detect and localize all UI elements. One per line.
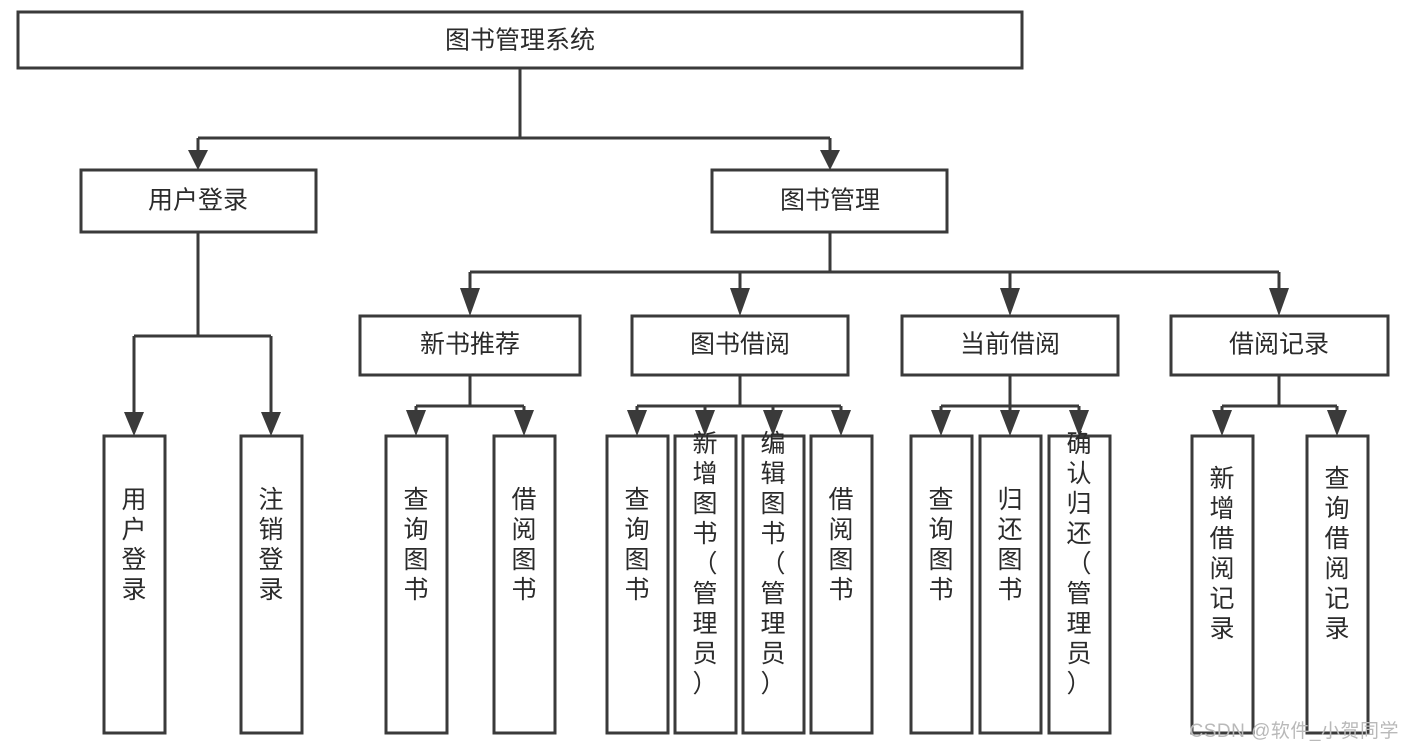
node-book-management-box[interactable] bbox=[710, 168, 949, 234]
leaf-borrow-record-0-box[interactable] bbox=[1190, 434, 1255, 735]
leaf-current-borrow-1-box[interactable] bbox=[978, 434, 1043, 735]
node-root-label: 图书管理系统 bbox=[445, 27, 595, 55]
leaf-user-login-1-box[interactable] bbox=[239, 434, 304, 735]
leaf-new-book-recommend-0-label: 查询图书 bbox=[403, 486, 428, 604]
arrowhead-cb-l2 bbox=[1069, 410, 1089, 436]
leaf-current-borrow-0[interactable]: 查询图书 bbox=[909, 434, 974, 735]
leaf-book-borrow-3-box[interactable] bbox=[809, 434, 874, 735]
leaf-new-book-recommend-0[interactable]: 查询图书 bbox=[384, 434, 449, 735]
leaf-book-borrow-3-label: 借阅图书 bbox=[828, 486, 853, 604]
node-new-book-recommend[interactable]: 新书推荐 bbox=[358, 314, 582, 377]
arrowhead-br-l1 bbox=[1327, 410, 1347, 436]
node-book-borrow-label: 图书借阅 bbox=[690, 331, 790, 359]
arrowhead-current-borrow bbox=[1000, 288, 1020, 316]
arrowhead-borrow-record bbox=[1269, 288, 1289, 316]
node-user-login-label: 用户登录 bbox=[148, 187, 248, 215]
arrowhead-book-borrow bbox=[730, 288, 750, 316]
leaf-book-borrow-2-label: 编辑图书（管理员） bbox=[760, 430, 785, 698]
node-user-login[interactable]: 用户登录 bbox=[79, 168, 318, 234]
arrowhead-nbr-l1 bbox=[514, 410, 534, 436]
arrowhead-book-mgmt bbox=[820, 150, 840, 170]
leaf-book-borrow-0[interactable]: 查询图书 bbox=[605, 434, 670, 735]
leaf-book-borrow-1-box[interactable] bbox=[673, 434, 738, 735]
arrowhead-ul-leaf0 bbox=[124, 412, 144, 436]
watermark-label: CSDN @软件_小贺同学 bbox=[1189, 721, 1399, 742]
node-root[interactable]: 图书管理系统 bbox=[16, 10, 1024, 70]
leaf-book-borrow-3[interactable]: 借阅图书 bbox=[809, 434, 874, 735]
node-book-management[interactable]: 图书管理 bbox=[710, 168, 949, 234]
leaf-current-borrow-2[interactable]: 确认归还（管理员） bbox=[1047, 430, 1112, 735]
leaf-current-borrow-1[interactable]: 归还图书 bbox=[978, 434, 1043, 735]
leaf-current-borrow-2-box[interactable] bbox=[1047, 434, 1112, 735]
leaf-borrow-record-0[interactable]: 新增借阅记录 bbox=[1190, 434, 1255, 735]
node-new-book-recommend-label: 新书推荐 bbox=[420, 331, 520, 359]
leaf-new-book-recommend-1[interactable]: 借阅图书 bbox=[492, 434, 557, 735]
node-borrow-record[interactable]: 借阅记录 bbox=[1169, 314, 1390, 377]
leaf-book-borrow-2[interactable]: 编辑图书（管理员） bbox=[741, 430, 806, 735]
node-new-book-recommend-box[interactable] bbox=[358, 314, 582, 377]
arrowhead-new-book bbox=[460, 288, 480, 316]
leaf-new-book-recommend-1-box[interactable] bbox=[492, 434, 557, 735]
edge-layer bbox=[124, 68, 1347, 436]
leaf-current-borrow-0-label: 查询图书 bbox=[928, 486, 953, 604]
leaf-current-borrow-0-box[interactable] bbox=[909, 434, 974, 735]
node-book-borrow-box[interactable] bbox=[630, 314, 850, 377]
node-root-box[interactable] bbox=[16, 10, 1024, 70]
arrowhead-bb-l0 bbox=[627, 410, 647, 436]
node-current-borrow-box[interactable] bbox=[900, 314, 1120, 377]
arrowhead-cb-l1 bbox=[1000, 410, 1020, 436]
leaf-borrow-record-0-label: 新增借阅记录 bbox=[1209, 465, 1234, 643]
arrowhead-bb-l3 bbox=[831, 410, 851, 436]
node-current-borrow[interactable]: 当前借阅 bbox=[900, 314, 1120, 377]
leaf-user-login-0[interactable]: 用户登录 bbox=[102, 434, 167, 735]
leaf-borrow-record-1[interactable]: 查询借阅记录 bbox=[1305, 434, 1370, 735]
arrowhead-nbr-l0 bbox=[406, 410, 426, 436]
leaf-user-login-1[interactable]: 注销登录 bbox=[239, 434, 304, 735]
arrowhead-bb-l2 bbox=[763, 410, 783, 436]
leaf-new-book-recommend-1-label: 借阅图书 bbox=[511, 486, 536, 604]
leaf-new-book-recommend-0-box[interactable] bbox=[384, 434, 449, 735]
node-book-management-label: 图书管理 bbox=[780, 187, 880, 215]
arrowhead-bb-l1 bbox=[695, 410, 715, 436]
node-book-borrow[interactable]: 图书借阅 bbox=[630, 314, 850, 377]
leaf-current-borrow-2-label: 确认归还（管理员） bbox=[1066, 430, 1091, 698]
node-borrow-record-label: 借阅记录 bbox=[1229, 331, 1329, 359]
leaf-book-borrow-2-box[interactable] bbox=[741, 434, 806, 735]
arrowhead-user-login bbox=[188, 150, 208, 170]
leaf-borrow-record-1-box[interactable] bbox=[1305, 434, 1370, 735]
leaf-book-borrow-1-label: 新增图书（管理员） bbox=[692, 430, 717, 698]
arrowhead-cb-l0 bbox=[931, 410, 951, 436]
leaf-borrow-record-1-label: 查询借阅记录 bbox=[1324, 465, 1349, 643]
leaf-user-login-0-box[interactable] bbox=[102, 434, 167, 735]
leaf-book-borrow-1[interactable]: 新增图书（管理员） bbox=[673, 430, 738, 735]
leaf-current-borrow-1-label: 归还图书 bbox=[997, 486, 1022, 604]
arrowhead-br-l0 bbox=[1212, 410, 1232, 436]
arrowhead-ul-leaf1 bbox=[261, 412, 281, 436]
node-borrow-record-box[interactable] bbox=[1169, 314, 1390, 377]
leaf-book-borrow-0-box[interactable] bbox=[605, 434, 670, 735]
leaf-user-login-1-label: 注销登录 bbox=[258, 486, 283, 604]
leaf-book-borrow-0-label: 查询图书 bbox=[624, 486, 649, 604]
leaf-user-login-0-label: 用户登录 bbox=[121, 486, 146, 604]
node-current-borrow-label: 当前借阅 bbox=[960, 331, 1060, 359]
node-user-login-box[interactable] bbox=[79, 168, 318, 234]
